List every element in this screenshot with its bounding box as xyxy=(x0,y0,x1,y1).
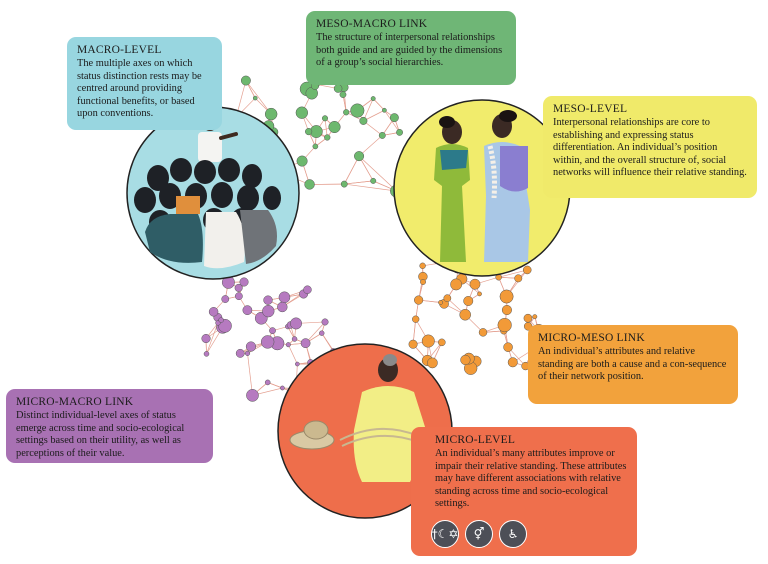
gender-symbols-icon: ⚥ xyxy=(465,520,493,548)
micro-level-description: An individual’s many attributes improve … xyxy=(435,448,627,510)
micro-meso-link-title: MICRO-MESO LINK xyxy=(538,332,645,344)
woven-hat-object xyxy=(289,420,335,450)
meso-level-description: Interpersonal relationships are core to … xyxy=(553,117,747,179)
micro-meso-network xyxy=(408,256,546,375)
micro-macro-link-box: MICRO-MACRO LINK Distinct individual-lev… xyxy=(6,389,213,463)
micro-meso-link-description: An individual’s attributes and relative … xyxy=(538,346,727,383)
macro-level-circle xyxy=(126,106,300,280)
meso-level-title: MESO-LEVEL xyxy=(553,103,628,115)
micro-level-circle xyxy=(277,343,453,519)
meso-macro-link-title: MESO-MACRO LINK xyxy=(316,18,428,30)
weaving-woman-figure xyxy=(339,354,426,482)
macro-level-description: The multiple axes on which status distin… xyxy=(77,58,202,120)
attribute-icons: †☾✡ ⚥ ♿ xyxy=(431,520,527,548)
woman-right-figure xyxy=(484,110,530,262)
meso-level-box: MESO-LEVEL Interpersonal relationships a… xyxy=(543,96,757,198)
meso-macro-link-box: MESO-MACRO LINK The structure of interpe… xyxy=(306,11,516,85)
micro-level-title: MICRO-LEVEL xyxy=(435,434,516,446)
woman-left-figure xyxy=(434,116,470,262)
micro-meso-link-box: MICRO-MESO LINK An individual’s attribut… xyxy=(528,325,738,404)
micro-level-box: MICRO-LEVEL An individual’s many attribu… xyxy=(411,427,637,556)
micro-macro-link-title: MICRO-MACRO LINK xyxy=(16,396,134,408)
macro-level-title: MACRO-LEVEL xyxy=(77,44,162,56)
meso-level-circle xyxy=(393,99,571,277)
disability-health-icon: ♿ xyxy=(499,520,527,548)
macro-level-box: MACRO-LEVEL The multiple axes on which s… xyxy=(67,37,222,130)
religion-symbols-icon: †☾✡ xyxy=(431,520,459,548)
meso-macro-link-description: The structure of interpersonal relations… xyxy=(316,32,503,69)
micro-macro-link-description: Distinct individual-level axes of status… xyxy=(16,410,185,459)
